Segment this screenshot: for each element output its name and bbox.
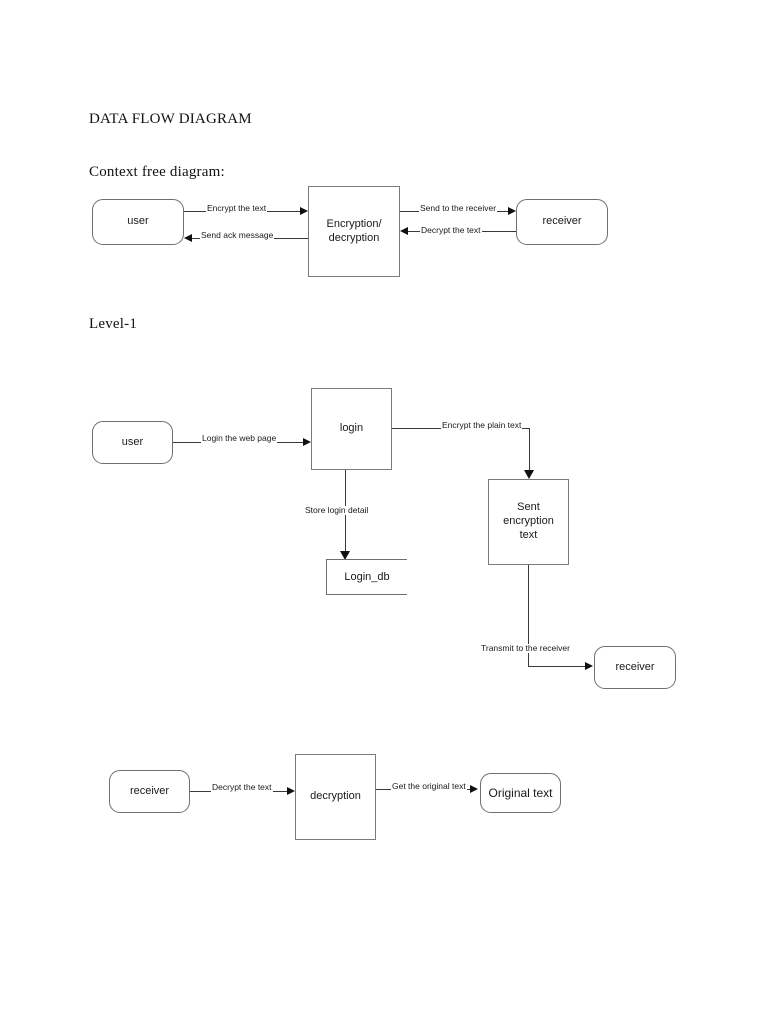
level1-node-sent-encryption-text[interactable]: Sent encryption text [488, 479, 569, 565]
page-title: DATA FLOW DIAGRAM [89, 111, 252, 127]
level1-edge-decrypt-the-text-line [190, 791, 293, 792]
level1-node-receiver[interactable]: receiver [594, 646, 676, 689]
context-node-encryption-decryption[interactable]: Encryption/ decryption [308, 186, 400, 277]
level1-edge-label-encrypt-the-plain-text: Encrypt the plain text [441, 420, 523, 430]
level1-edge-encrypt-the-plain-text-line-v [529, 428, 530, 472]
level1-edge-encrypt-the-plain-text-arrow [524, 470, 534, 479]
level1-edge-label-decrypt-the-text: Decrypt the text [211, 782, 273, 792]
context-edge-send-to-the-receiver-arrow [508, 207, 516, 215]
context-edge-decrypt-the-text-arrow [400, 227, 408, 235]
context-edge-encrypt-the-text-arrow [300, 207, 308, 215]
context-edge-label-decrypt-the-text: Decrypt the text [420, 225, 482, 235]
level1-node-sent-encryption-text-line2: encryption [503, 515, 554, 528]
context-node-encryption-decryption-line1: Encryption/ [326, 217, 382, 230]
level1-edge-login-the-web-page-arrow [303, 438, 311, 446]
context-edge-label-encrypt-the-text: Encrypt the text [206, 203, 268, 213]
level1-node-login-db-top-rule [326, 559, 407, 560]
level1-node-decryption[interactable]: decryption [295, 754, 376, 840]
level1-edge-label-transmit-to-the-receiver: Transmit to the receiver [480, 643, 571, 653]
level1-edge-store-login-detail-arrow [340, 551, 350, 560]
section-heading-level-1: Level-1 [89, 316, 138, 332]
context-node-encryption-decryption-line2: decryption [328, 231, 380, 244]
context-edge-label-send-to-the-receiver: Send to the receiver [419, 203, 498, 213]
level1-edge-login-the-web-page-line [173, 442, 306, 443]
level1-edge-label-store-login-detail: Store login detail [304, 505, 370, 515]
level1-node-receiver-bottom[interactable]: receiver [109, 770, 190, 813]
level1-node-sent-encryption-text-line3: text [519, 528, 538, 541]
context-edge-label-send-ack-message: Send ack message [200, 230, 275, 240]
level1-edge-transmit-to-the-receiver-line-h [528, 666, 587, 667]
level1-node-sent-encryption-text-line1: Sent [517, 501, 540, 514]
section-heading-context-free-diagram: Context free diagram: [89, 164, 225, 180]
level1-node-original-text[interactable]: Original text [480, 773, 561, 813]
level1-edge-get-the-original-text-arrow [470, 785, 478, 793]
level1-node-user[interactable]: user [92, 421, 173, 464]
level1-edge-label-get-the-original-text: Get the original text [391, 781, 467, 791]
level1-edge-transmit-to-the-receiver-line-v [528, 565, 529, 666]
level1-edge-transmit-to-the-receiver-arrow [585, 662, 593, 670]
level1-edge-decrypt-the-text-arrow [287, 787, 295, 795]
context-edge-send-ack-message-arrow [184, 234, 192, 242]
level1-node-login[interactable]: login [311, 388, 392, 470]
level1-node-login-db[interactable]: Login_db [326, 559, 407, 595]
level1-edge-label-login-the-web-page: Login the web page [201, 433, 278, 443]
context-node-user[interactable]: user [92, 199, 184, 245]
context-node-receiver[interactable]: receiver [516, 199, 608, 245]
